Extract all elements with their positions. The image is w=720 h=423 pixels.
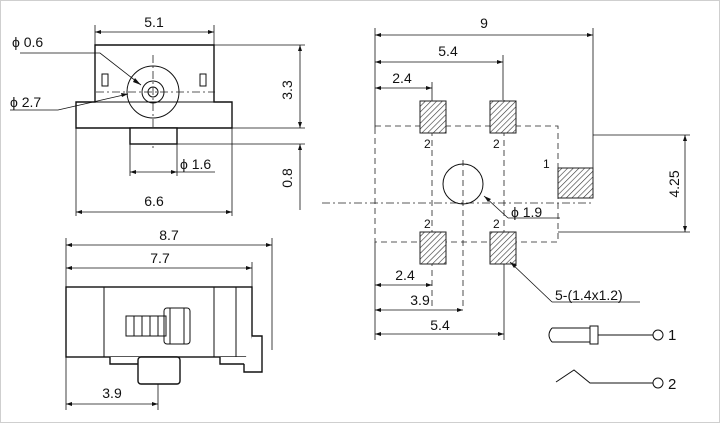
fp-pad-offset-top-label: 2.4 [392,70,412,86]
side-overall-length-label: 8.7 [159,227,179,243]
fp-hole-diameter-label: ϕ 1.9 [511,204,542,220]
fp-pad-label-bottom-left: 2 [424,217,431,231]
fp-pad-offset-bottom-label: 2.4 [395,267,415,283]
schematic-pin2-label: 2 [668,376,676,393]
fp-total-width-label: 9 [480,15,488,31]
front-pin-diameter-label: ϕ 1.6 [180,156,211,172]
fp-pad-span-mid-label: 3.9 [410,292,430,308]
fp-pad-label-top-right: 2 [493,137,500,151]
schematic-symbol: 1 2 [548,325,676,393]
side-pin-position-label: 3.9 [102,385,122,401]
front-outer-diameter-label: ϕ 2.7 [10,94,41,110]
front-hole-diameter-label: ϕ 0.6 [12,34,43,50]
fp-pad-label-bottom-right: 2 [493,217,500,231]
front-pin-offset-label: 0.8 [279,168,295,188]
fp-pad-size-label: 5-(1.4x1.2) [555,287,623,303]
side-body-length-label: 7.7 [150,250,170,266]
fp-vertical-span-label: 4.25 [666,170,682,197]
footprint-view: 9 5.4 2.4 2 2 1 2 2 [322,15,690,340]
front-view: 5.1 ϕ 0.6 ϕ 2.7 3.3 0.8 [10,14,305,216]
fp-pad-label-side: 1 [543,157,550,171]
schematic-pin1-label: 1 [668,327,676,344]
fp-pad-span-bottom-label: 5.4 [430,317,450,333]
fp-pad-span-top-label: 5.4 [438,43,458,59]
front-height-label: 3.3 [279,80,295,100]
side-view: 8.7 7.7 3.9 [65,227,273,410]
fp-pad-label-top-left: 2 [424,137,431,151]
front-width-top-label: 5.1 [144,14,164,30]
front-base-width-label: 6.6 [144,193,164,209]
